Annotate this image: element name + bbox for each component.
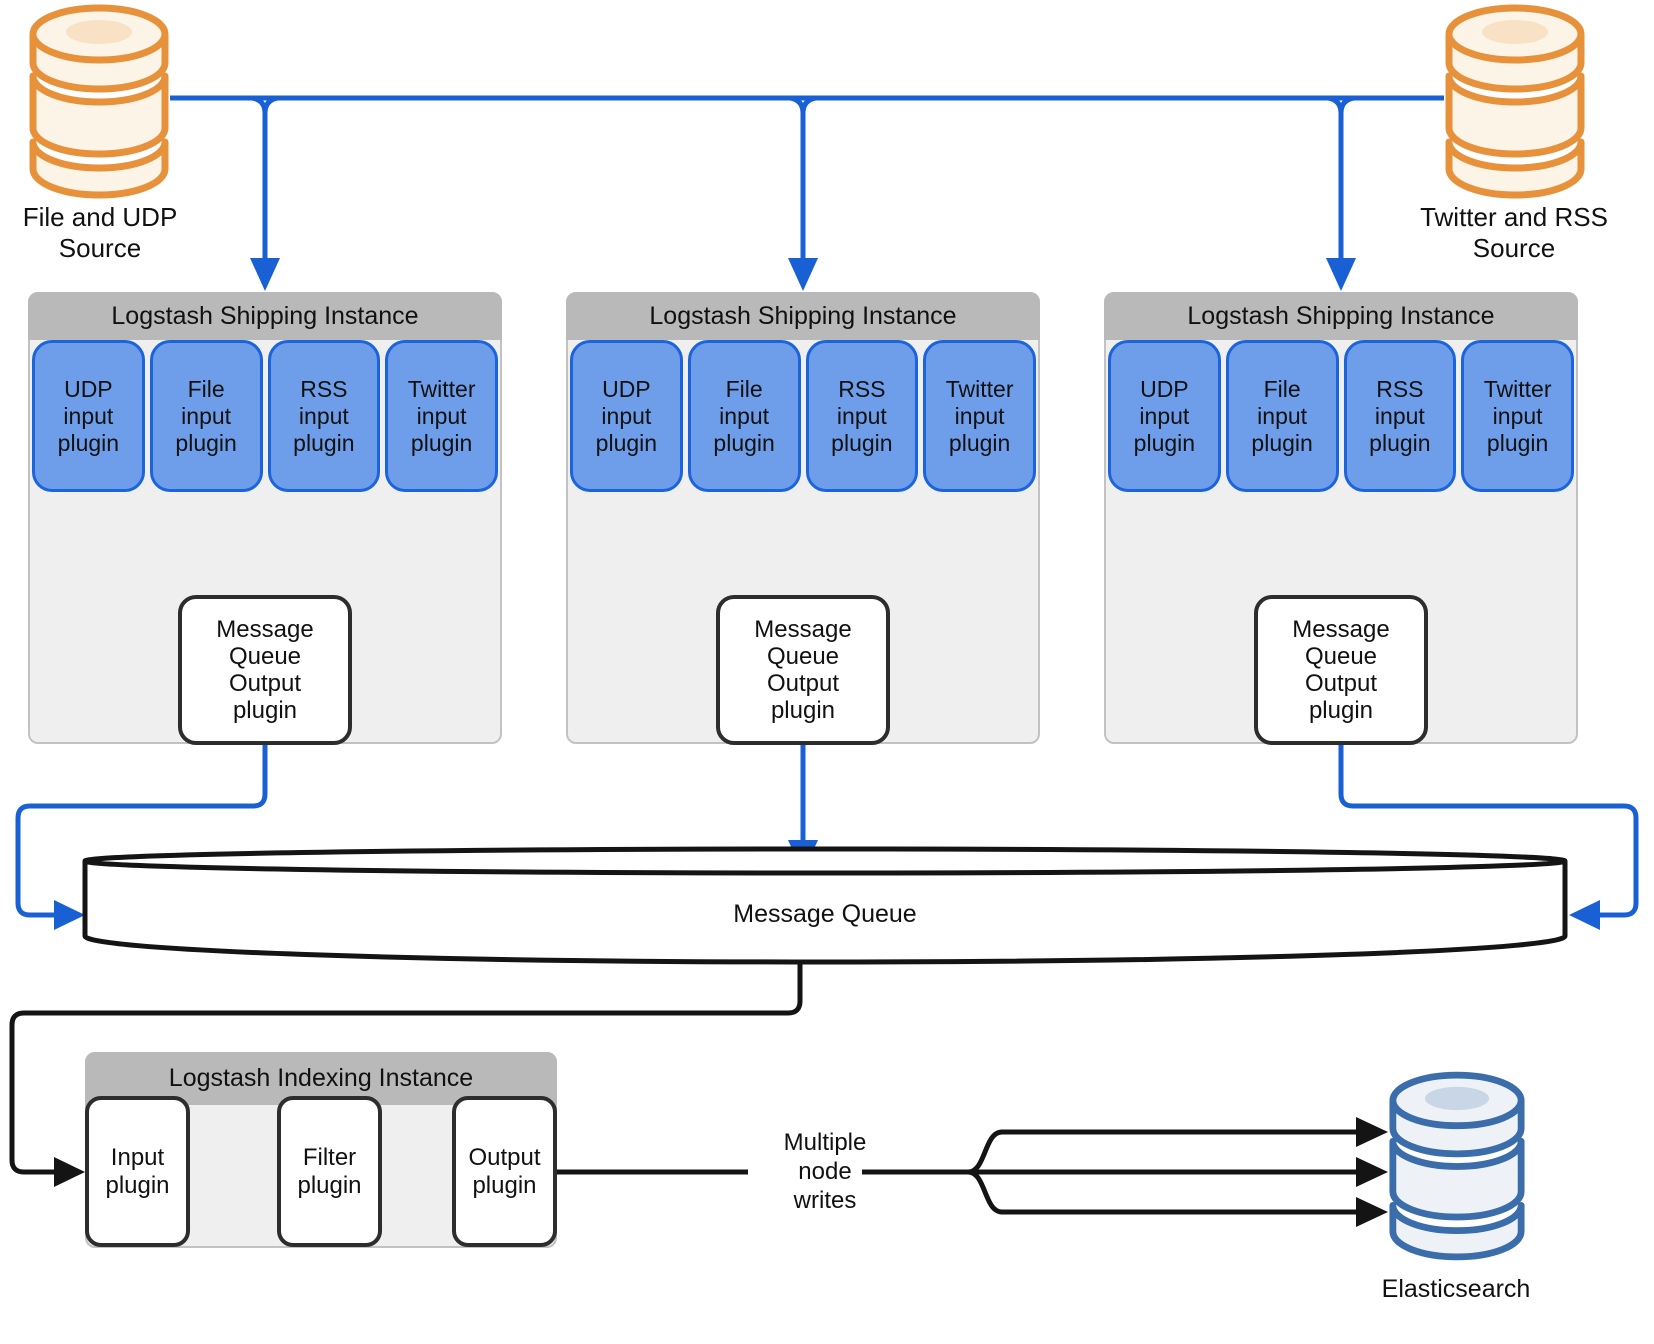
rss-input-plugin: RSS input plugin: [267, 340, 381, 492]
rss-input-plugin: RSS input plugin: [1343, 340, 1457, 492]
shipper-to-queue-left: [15, 744, 268, 930]
output-to-elasticsearch-connector: [557, 1117, 1388, 1227]
elasticsearch-database-icon: [1392, 1075, 1522, 1257]
file-udp-source-label: File and UDP Source: [22, 202, 178, 263]
udp-input-plugin: UDP input plugin: [1108, 340, 1221, 492]
arrowhead: [1356, 1197, 1388, 1227]
twitter-rss-source-database-icon: [1449, 8, 1581, 195]
arrowhead: [1326, 258, 1356, 291]
file-input-plugin: File input plugin: [687, 340, 801, 492]
output-plugin: Output plugin: [452, 1096, 557, 1247]
shipping-instance-title: Logstash Shipping Instance: [1104, 292, 1578, 340]
arrowhead: [788, 258, 818, 291]
arrowhead: [54, 1157, 85, 1187]
twitter-input-plugin: Twitter input plugin: [923, 340, 1036, 492]
file-udp-source-database-icon: [33, 8, 165, 195]
input-plugin-row: UDP input plugin File input plugin RSS i…: [32, 340, 498, 492]
message-queue-cylinder: [82, 846, 1568, 965]
message-queue-label: Message Queue: [733, 900, 917, 928]
twitter-input-plugin: Twitter input plugin: [1461, 340, 1574, 492]
elasticsearch-label: Elasticsearch: [1381, 1275, 1531, 1303]
source-bus-connector: [170, 95, 1444, 291]
logstash-shipping-instance-2: Logstash Shipping Instance UDP input plu…: [566, 292, 1040, 744]
queue-to-indexer-connector: [9, 960, 803, 1187]
arrowhead: [1569, 900, 1600, 930]
input-plugin: Input plugin: [85, 1096, 190, 1247]
shipper-to-queue-right: [1338, 744, 1639, 930]
shipping-instance-title: Logstash Shipping Instance: [28, 292, 502, 340]
arrowhead: [1356, 1157, 1388, 1187]
arrowhead: [54, 900, 85, 930]
message-queue-output-plugin: Message Queue Output plugin: [716, 595, 890, 745]
message-queue-output-plugin: Message Queue Output plugin: [1254, 595, 1428, 745]
filter-plugin: Filter plugin: [277, 1096, 382, 1247]
twitter-input-plugin: Twitter input plugin: [385, 340, 498, 492]
shipping-instance-title: Logstash Shipping Instance: [566, 292, 1040, 340]
arrowhead: [250, 258, 280, 291]
file-input-plugin: File input plugin: [1225, 340, 1339, 492]
multiple-node-writes-label: Multiple node writes: [783, 1129, 867, 1214]
udp-input-plugin: UDP input plugin: [32, 340, 145, 492]
udp-input-plugin: UDP input plugin: [570, 340, 683, 492]
arrowhead: [1356, 1117, 1388, 1147]
twitter-rss-source-label: Twitter and RSS Source: [1420, 202, 1608, 263]
input-plugin-row: UDP input plugin File input plugin RSS i…: [570, 340, 1036, 492]
rss-input-plugin: RSS input plugin: [805, 340, 919, 492]
message-queue-output-plugin: Message Queue Output plugin: [178, 595, 352, 745]
input-plugin-row: UDP input plugin File input plugin RSS i…: [1108, 340, 1574, 492]
file-input-plugin: File input plugin: [149, 340, 263, 492]
